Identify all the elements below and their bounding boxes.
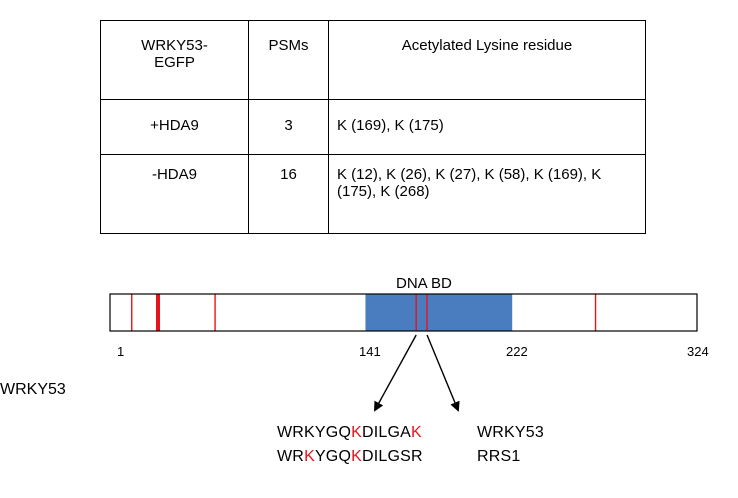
row-label: -HDA9: [100, 154, 249, 234]
row-residues: K (12), K (26), K (27), K (58), K (169),…: [328, 154, 646, 234]
acetylated-lysine: K: [410, 424, 422, 441]
header-construct: WRKY53- EGFP: [100, 20, 249, 100]
sequence-rrs1: WRKYGQKDILGSR: [277, 448, 423, 466]
tick-label: 324: [687, 344, 709, 359]
table-row: +HDA9 3 K (169), K (175): [100, 99, 646, 155]
arrow-site-169: [374, 334, 417, 412]
row-psms: 16: [248, 154, 329, 234]
row-label: +HDA9: [100, 99, 249, 155]
acetylated-lysine: K: [304, 448, 315, 465]
tick-label: 141: [359, 344, 381, 359]
domain-label: DNA BD: [396, 275, 452, 292]
header-psms: PSMs: [248, 20, 329, 100]
acetylated-lysine: K: [351, 448, 362, 465]
seq-part: DILGSR: [361, 448, 423, 465]
sequence-wrky53: WRKYGQKDILGAK: [277, 424, 422, 442]
seq-part: YGQ: [314, 448, 352, 465]
protein-name: WRKY53: [0, 381, 66, 398]
sequence-name: WRKY53: [477, 424, 544, 441]
seq-part: WRKYGQ: [277, 424, 352, 441]
table-header-row: WRKY53- EGFP PSMs Acetylated Lysine resi…: [100, 20, 646, 100]
tick-label: 222: [506, 344, 528, 359]
dna-binding-domain: [365, 294, 513, 331]
row-residues-text: K (12), K (26), K (27), K (58), K (169),…: [337, 166, 602, 200]
acetylated-lysine: K: [351, 424, 362, 441]
table-row: -HDA9 16 K (12), K (26), K (27), K (58),…: [100, 154, 646, 234]
header-construct-text: WRKY53- EGFP: [141, 37, 208, 71]
seq-part: DILGA: [361, 424, 411, 441]
sequence-name: RRS1: [477, 448, 521, 465]
protein-bar: [109, 293, 698, 332]
header-residues: Acetylated Lysine residue: [328, 20, 646, 100]
tick-label: 1: [117, 344, 125, 359]
row-residues: K (169), K (175): [328, 99, 646, 155]
acetylation-table: WRKY53- EGFP PSMs Acetylated Lysine resi…: [100, 20, 646, 234]
acetylation-sites: [131, 294, 597, 331]
arrow-site-175: [426, 334, 460, 412]
row-psms: 3: [248, 99, 329, 155]
seq-part: WR: [277, 448, 305, 465]
